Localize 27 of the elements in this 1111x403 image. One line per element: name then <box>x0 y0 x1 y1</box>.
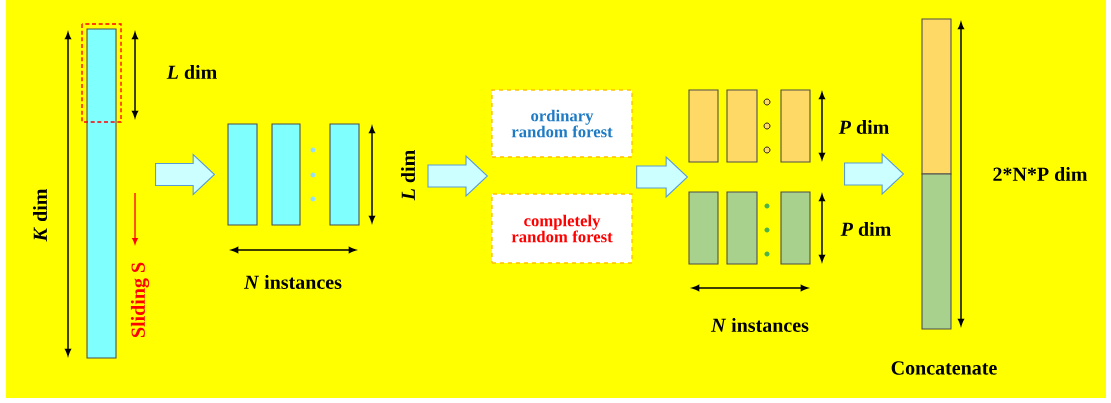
dimension-label: N instances <box>243 274 342 289</box>
vector-bar <box>726 89 758 163</box>
vector-bar <box>780 89 811 163</box>
dimension-label: N instances <box>710 317 809 332</box>
vector-bar <box>780 191 811 265</box>
forest-box: ordinary random forest <box>491 89 633 158</box>
block-arrow <box>636 155 689 199</box>
vector-bar <box>921 18 952 175</box>
vector-bar <box>726 191 758 265</box>
vector-bar <box>329 123 360 226</box>
vector-bar <box>227 123 258 226</box>
block-arrow <box>427 154 489 198</box>
block-arrow <box>155 153 216 196</box>
dimension-label: P dim <box>840 221 891 236</box>
vector-bar <box>86 28 117 359</box>
dimension-label: K dim <box>33 188 48 242</box>
caption: Concatenate <box>891 361 997 375</box>
block-arrow <box>844 152 905 196</box>
dimension-label: L dim <box>401 150 416 201</box>
vector-bar <box>271 123 301 226</box>
dimension-label: P dim <box>838 119 889 134</box>
dimension-label: 2*N*P dim <box>993 166 1088 181</box>
forest-box: completely random forest <box>491 193 633 264</box>
vector-bar <box>688 89 719 163</box>
vector-bar <box>921 173 952 330</box>
vector-bar <box>688 191 719 265</box>
dimension-label: L dim <box>166 64 217 80</box>
